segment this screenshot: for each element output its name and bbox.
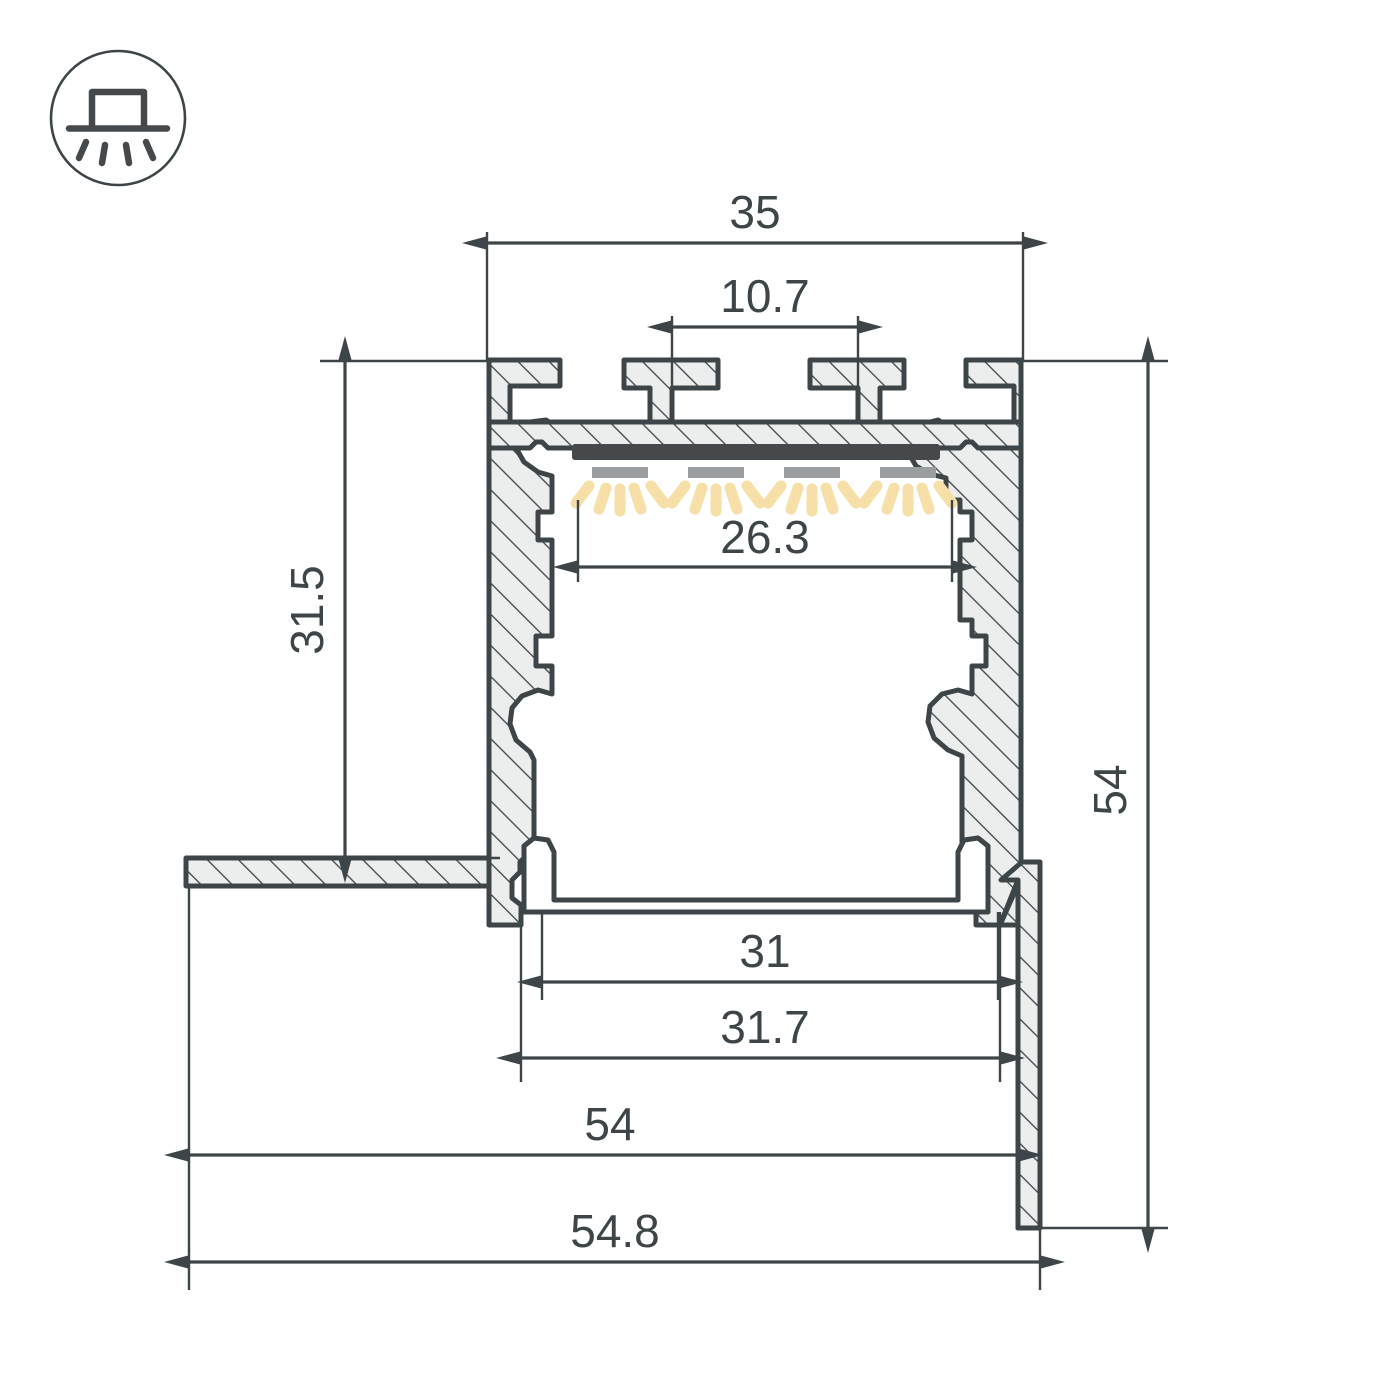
profile-top-web	[486, 419, 1024, 451]
dimension-width-rail-gap	[647, 316, 883, 392]
dimension-width-led-channel	[553, 500, 977, 582]
dimension-width-opening	[496, 912, 1025, 1082]
profile-left-plaster-flange	[183, 855, 492, 889]
dimension-label-54-8: 54.8	[570, 1205, 660, 1257]
dimension-height-total	[1021, 336, 1168, 1253]
dimension-label-54-width: 54	[584, 1098, 635, 1150]
recessed-ceiling-downlight-icon	[49, 49, 187, 187]
dimension-label-26-3: 26.3	[720, 511, 810, 563]
led-light-rays	[570, 480, 958, 517]
dimension-label-54-height: 54	[1084, 764, 1136, 815]
diffuser-lens	[521, 835, 991, 915]
dimension-label-35: 35	[729, 186, 780, 238]
dimension-label-31-7: 31.7	[720, 1001, 810, 1053]
dimension-label-10-7: 10.7	[720, 270, 810, 322]
dimension-label-31: 31	[739, 925, 790, 977]
dimension-width-diffuser	[517, 912, 1023, 1000]
dimension-height-recess	[320, 336, 500, 883]
led-pcb-board	[572, 444, 940, 460]
profile-top-mounting-rails	[621, 357, 907, 425]
dimension-width-flange-outer	[164, 1180, 1065, 1290]
led-strip-assembly	[570, 444, 958, 517]
dimension-width-total-top	[462, 232, 1048, 360]
dimension-width-flange	[164, 886, 1043, 1228]
dimension-label-31-5: 31.5	[281, 565, 333, 655]
led-chips	[592, 467, 936, 478]
